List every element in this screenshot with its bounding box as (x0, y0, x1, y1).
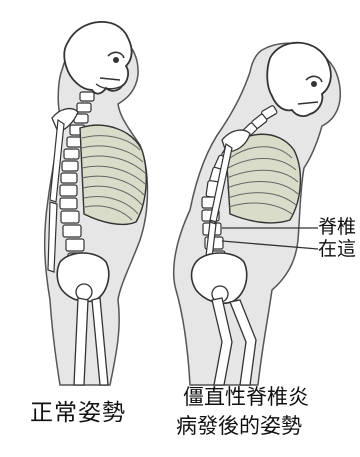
ankylosing-caption-line-2: 病發後的姿勢 (176, 416, 302, 437)
spine-label: 脊椎 (318, 218, 356, 237)
normal-posture-figure (45, 22, 148, 385)
ankylosing-caption-line-1: 僵直性脊椎炎 (183, 387, 309, 408)
normal-posture-caption: 正常姿勢 (30, 402, 126, 425)
location-label: 在這 (318, 240, 356, 259)
ankylosing-posture-figure (174, 43, 341, 385)
